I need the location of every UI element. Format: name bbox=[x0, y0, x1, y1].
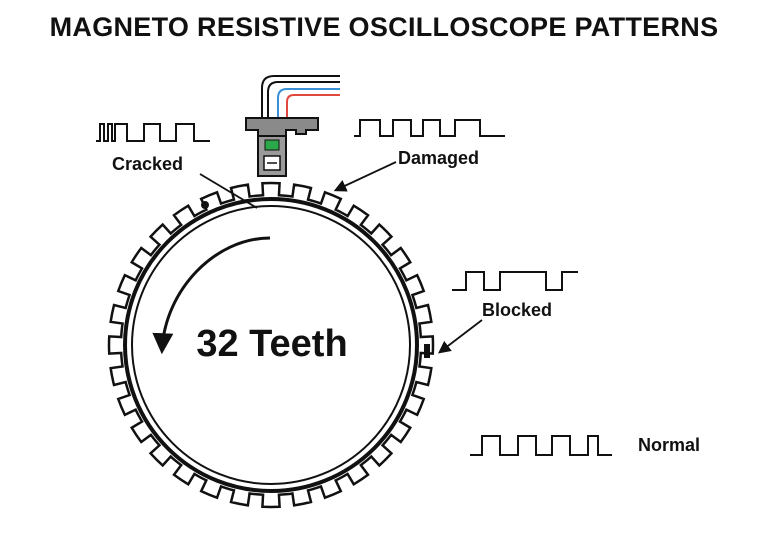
sensor-flange bbox=[245, 117, 319, 141]
blocked-waveform bbox=[452, 271, 578, 291]
damaged-waveform bbox=[354, 119, 505, 137]
cracked-waveform bbox=[96, 123, 210, 142]
crack-mark bbox=[201, 201, 209, 209]
ring-inner-edge bbox=[131, 205, 411, 485]
cracked-label: Cracked bbox=[112, 154, 183, 174]
normal-waveform bbox=[470, 435, 612, 456]
cracked-pointer bbox=[199, 173, 258, 209]
blocked-label: Blocked bbox=[482, 300, 552, 320]
normal-label: Normal bbox=[638, 435, 700, 455]
sensor-wire-outer bbox=[261, 75, 340, 118]
page-title: MAGNETO RESISTIVE OSCILLOSCOPE PATTERNS bbox=[49, 12, 719, 42]
tone-ring bbox=[107, 181, 435, 509]
magneto-resistive-sensor bbox=[245, 75, 340, 177]
sensor-wire-red bbox=[286, 94, 340, 118]
sensor-wire-black bbox=[267, 81, 340, 118]
damaged-label: Damaged bbox=[398, 148, 479, 168]
rotation-arrow bbox=[152, 236, 271, 355]
tone-ring-teeth bbox=[107, 181, 435, 509]
blocked-pointer bbox=[437, 319, 483, 354]
blocked-tooth-mark bbox=[424, 344, 430, 358]
damaged-pointer bbox=[333, 161, 397, 192]
sensor-wire-blue bbox=[277, 88, 340, 118]
ring-outer-edge bbox=[123, 197, 419, 493]
teeth-count-label: 32 Teeth bbox=[196, 323, 347, 365]
sensor-chip bbox=[264, 139, 280, 151]
